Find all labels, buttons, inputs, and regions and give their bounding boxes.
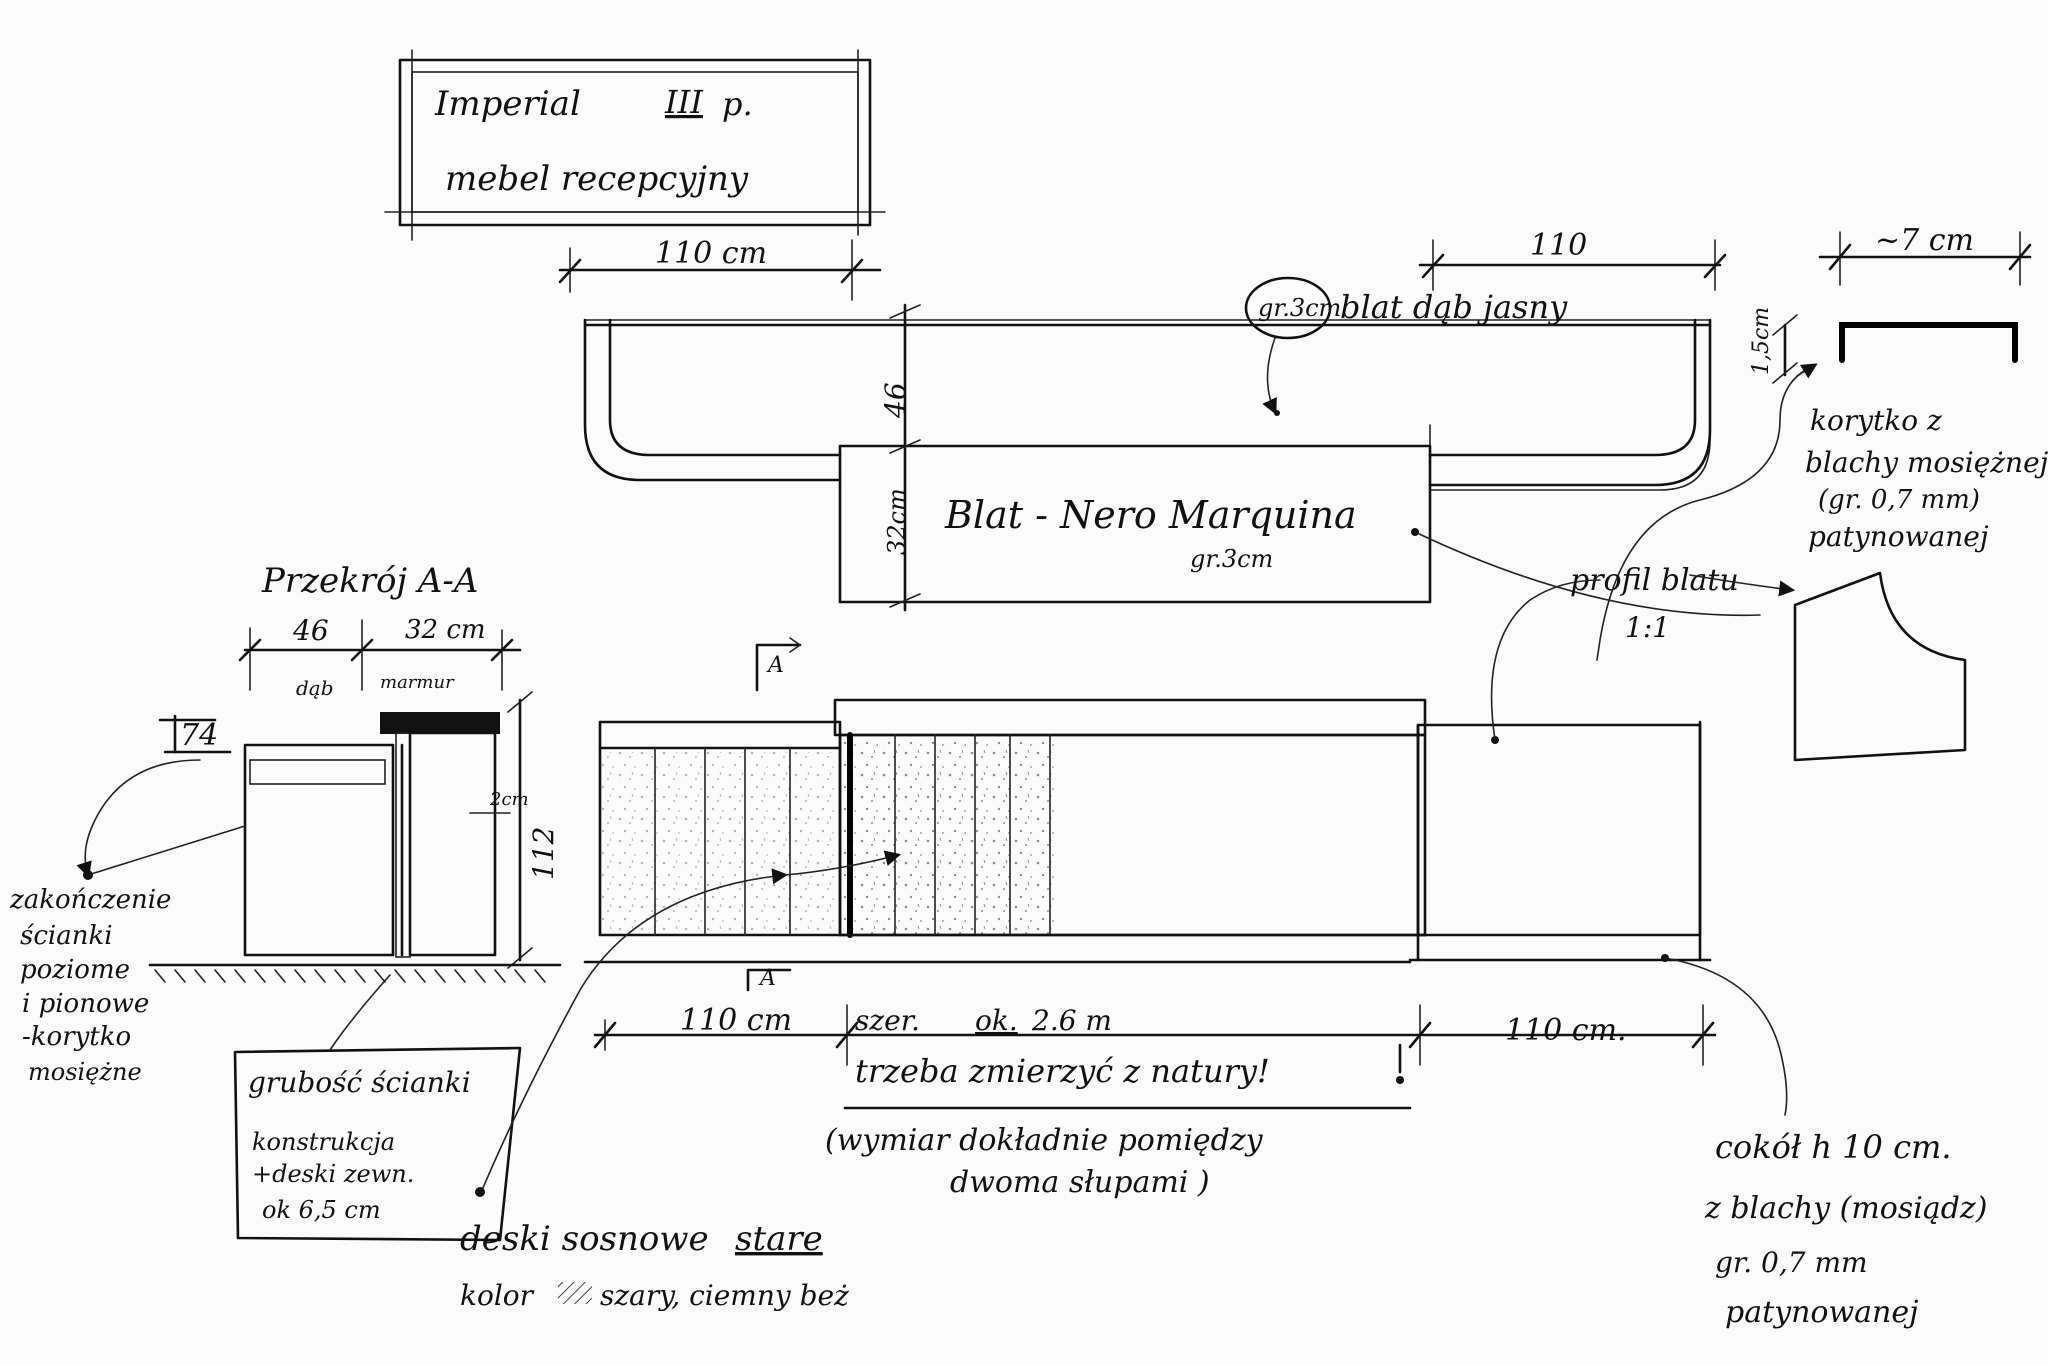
left-note: zakończenie ścianki poziome i pionowe -k…: [9, 885, 171, 1086]
profile-height: 1,5cm: [1749, 307, 1774, 375]
pine-line2-prefix: kolor: [460, 1279, 535, 1312]
elevation-dim-right: 110 cm.: [1505, 1013, 1627, 1048]
plinth-note: cokół h 10 cm. z blachy (mosiądz) gr. 0,…: [1704, 1128, 1987, 1330]
left-note-3: poziome: [20, 955, 130, 985]
wall-note: grubość ścianki konstrukcja +deski zewn.…: [233, 1046, 522, 1242]
profile-detail: ~7 cm 1,5cm korytko z blachy mosiężnej (…: [1570, 223, 2048, 762]
counter-thickness: gr.3cm: [1190, 545, 1273, 573]
wall-note-line1: konstrukcja: [252, 1128, 395, 1156]
title-line2: mebel recepcyjny: [445, 159, 749, 199]
elevation-width-ok: ok.: [975, 1004, 1018, 1037]
profile-width: ~7 cm: [1875, 223, 1974, 258]
left-note-6: mosiężne: [28, 1058, 142, 1086]
title-floor-suffix: p.: [722, 85, 753, 123]
section-dim-46: 46: [292, 614, 329, 647]
plan-depth-32: 32cm: [883, 488, 911, 555]
measure-note: trzeba zmierzyć z natury! (wymiar dokład…: [825, 1052, 1412, 1200]
profile-note-scale: 1:1: [1625, 611, 1670, 644]
profile-text-1: korytko z: [1810, 404, 1942, 437]
pine-note: deski sosnowe stare kolor szary, ciemny …: [460, 1219, 849, 1312]
front-elevation: A A: [475, 579, 1788, 1197]
section-title: Przekrój A-A: [261, 561, 478, 601]
elevation-dim-left: 110 cm: [680, 1003, 792, 1038]
pine-line1-old: stare: [735, 1219, 823, 1259]
counter-label: Blat - Nero Marquina: [944, 493, 1357, 537]
measure-line3: dwoma słupami ): [950, 1165, 1210, 1200]
wall-note-line2: +deski zewn.: [252, 1160, 414, 1188]
plinth-line2: z blachy (mosiądz): [1704, 1191, 1987, 1226]
elevation-width-value: 2.6 m: [1031, 1004, 1112, 1037]
left-note-2: ścianki: [20, 921, 113, 951]
label-marble: marmur: [380, 672, 455, 693]
title-floor-number: III: [664, 83, 704, 121]
title-line1: Imperial: [434, 84, 581, 124]
pine-line1: deski sosnowe: [460, 1219, 709, 1259]
measure-line2: (wymiar dokładnie pomiędzy: [825, 1123, 1264, 1158]
section-marker-top: A: [766, 653, 784, 678]
height-112: 112: [527, 827, 560, 880]
elevation-width-prefix: szer.: [855, 1004, 920, 1037]
wall-note-title: grubość ścianki: [248, 1066, 471, 1099]
dim-2cm: 2cm: [489, 789, 529, 810]
left-note-1: zakończenie: [9, 885, 171, 915]
profile-text-2: blachy mosiężnej: [1805, 446, 2048, 479]
pine-line2: szary, ciemny beż: [600, 1279, 849, 1312]
measure-line1: trzeba zmierzyć z natury!: [855, 1052, 1270, 1090]
section-dim-32: 32 cm: [405, 615, 486, 645]
left-note-4: i pionowe: [22, 989, 149, 1019]
plinth-line4: patynowanej: [1725, 1295, 1918, 1330]
plinth-line3: gr. 0,7 mm: [1715, 1246, 1868, 1279]
plan-dim-left: 110 cm: [655, 236, 767, 271]
section-aa: Przekrój A-A 46 32 cm dąb marmur 74 112 …: [76, 561, 562, 1051]
profile-text-4: patynowanej: [1808, 520, 1989, 553]
label-oak: dąb: [296, 676, 334, 700]
profile-text-3: (gr. 0,7 mm): [1818, 485, 1980, 515]
plan-dim-right: 110: [1530, 228, 1587, 263]
section-marker-bottom: A: [758, 966, 776, 991]
left-note-5: -korytko: [22, 1022, 131, 1052]
plan-view: 110 cm 110 Blat - Nero Marquina gr.3cm 4…: [558, 228, 1761, 617]
plan-oak-note: blat dąb jasny: [1340, 288, 1568, 326]
wall-note-line3: ok 6,5 cm: [262, 1196, 381, 1224]
height-74: 74: [180, 718, 218, 753]
plan-depth-46: 46: [879, 382, 912, 419]
pine-scribble: [558, 1282, 592, 1304]
title-box: Imperial III p. mebel recepcyjny: [384, 49, 886, 241]
plan-oak-thickness: gr.3cm: [1258, 294, 1341, 322]
plinth-line1: cokół h 10 cm.: [1715, 1128, 1952, 1166]
